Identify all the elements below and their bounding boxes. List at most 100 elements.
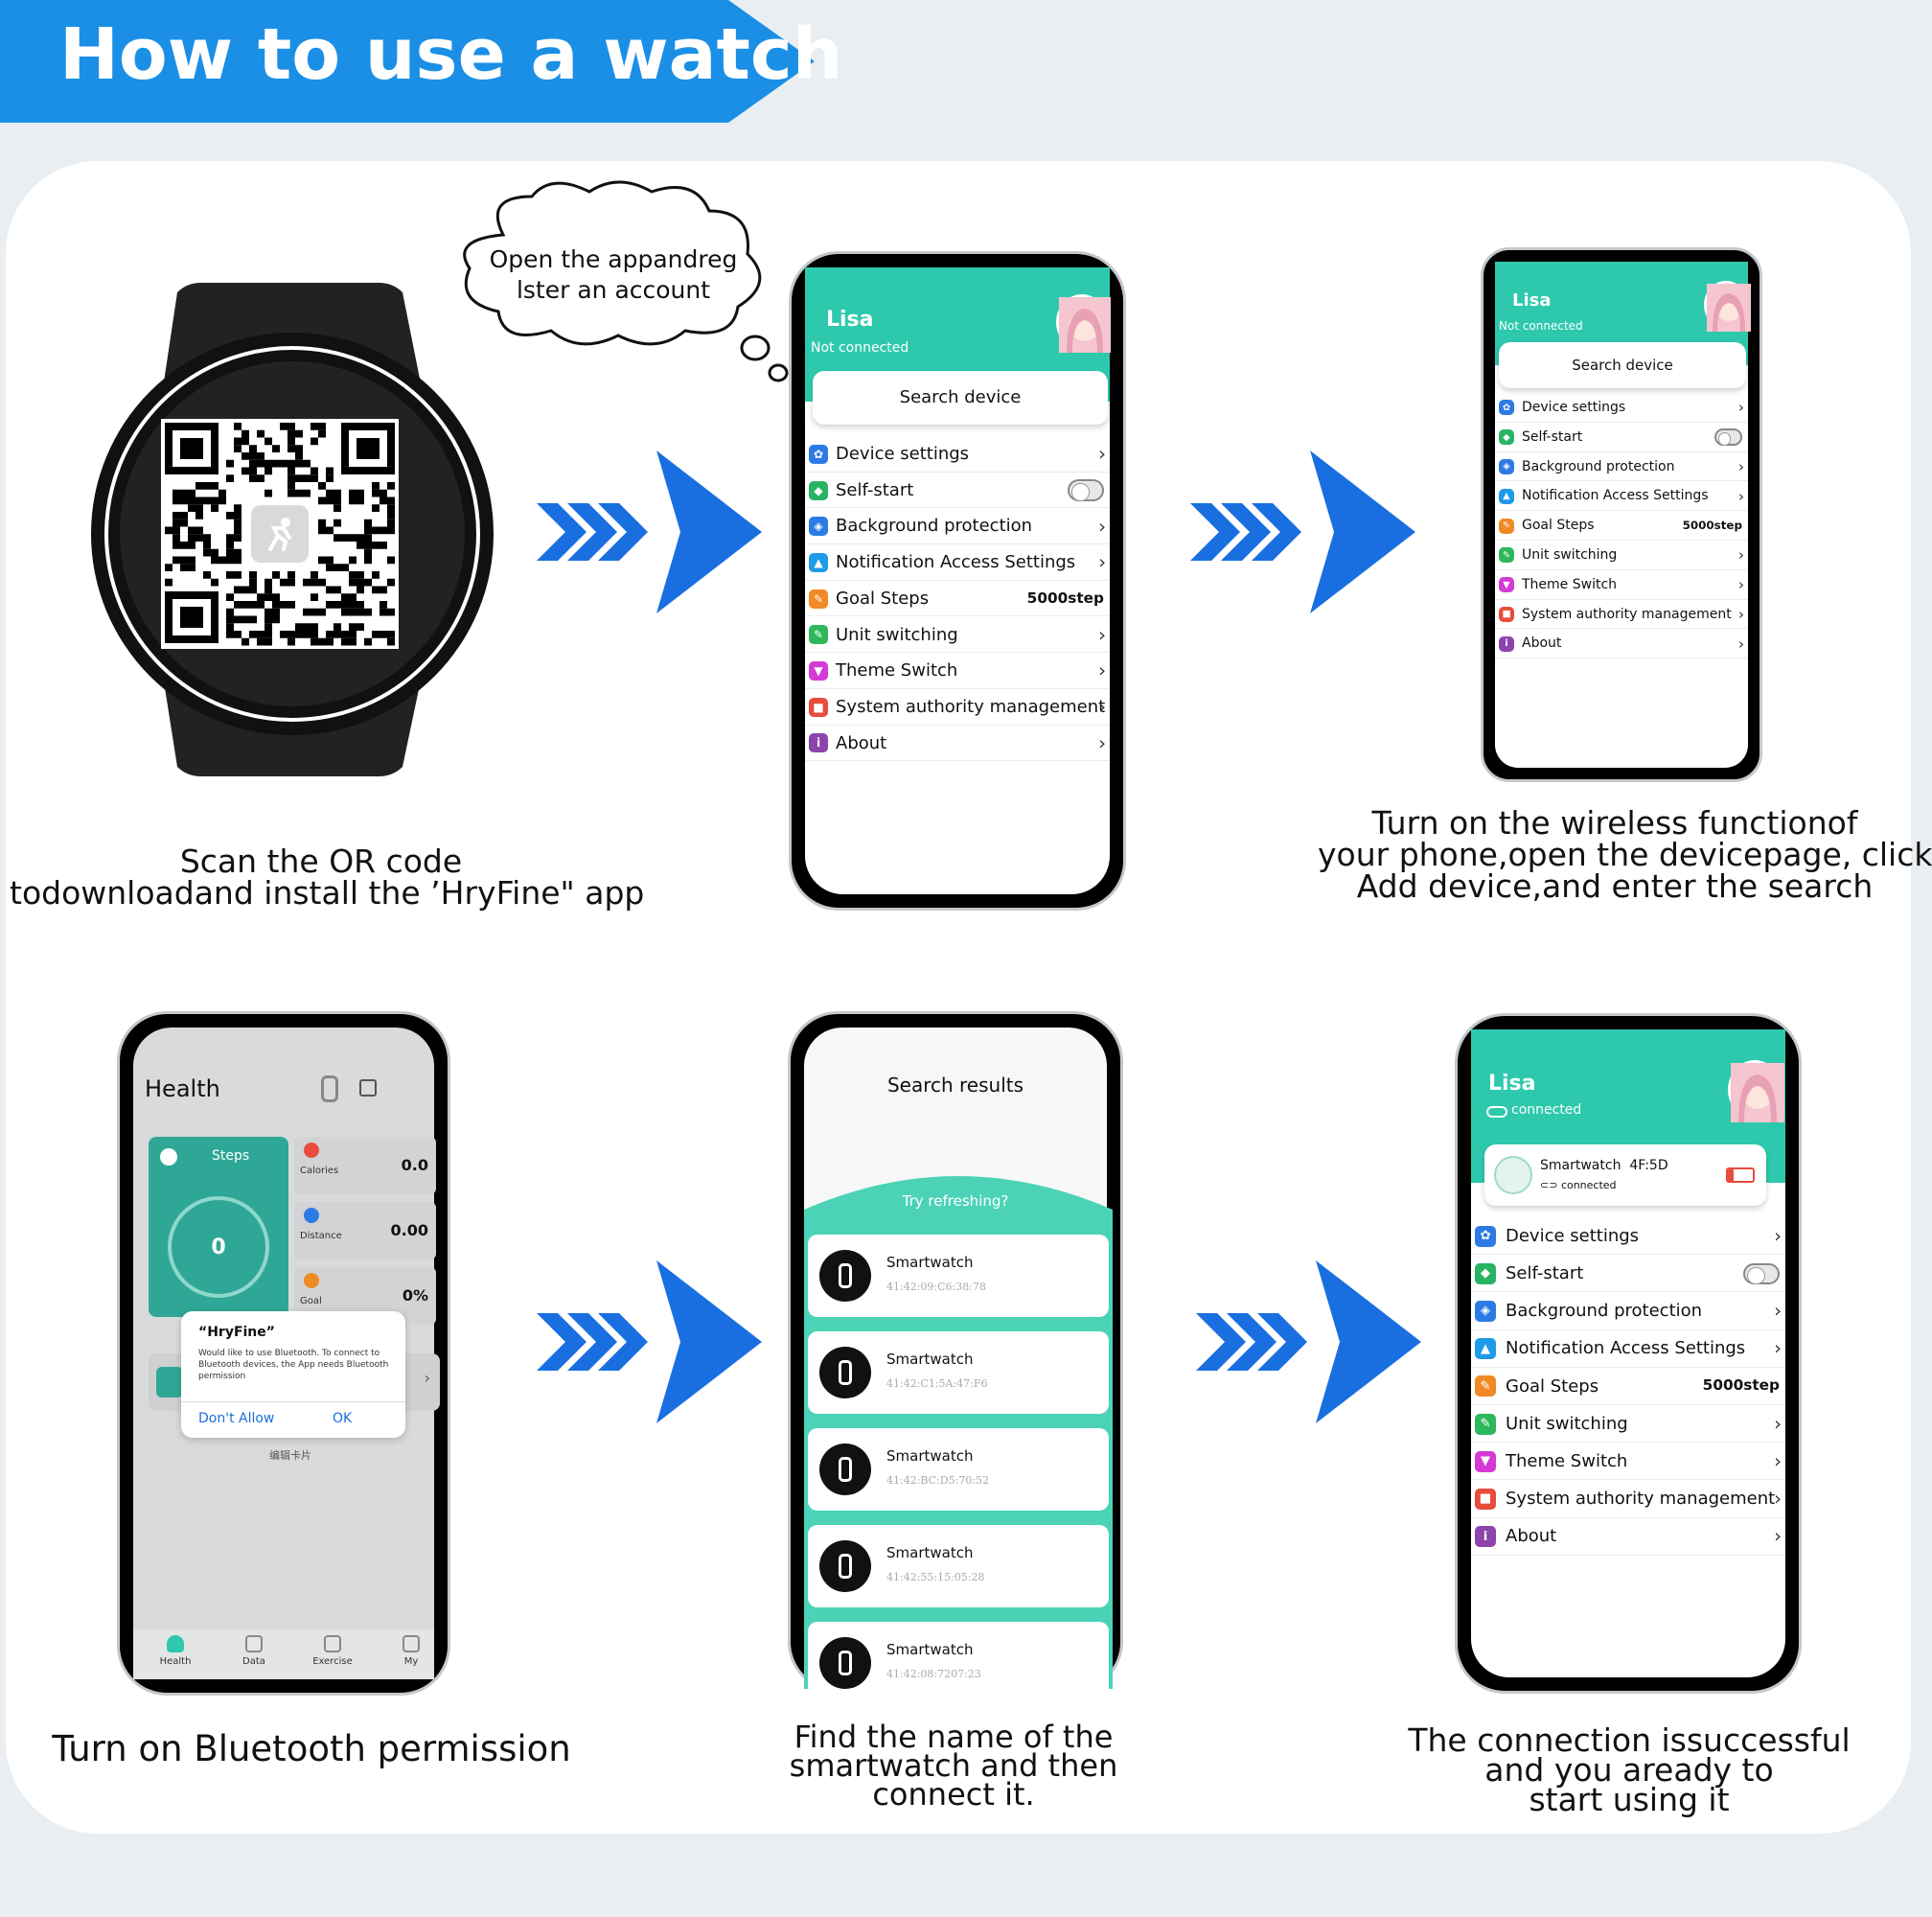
settings-row-self-start[interactable]: ◆Self-start xyxy=(805,473,1110,509)
settings-row-theme-switch[interactable]: ▼Theme Switch› xyxy=(1495,570,1748,600)
chevron-right-icon[interactable]: › xyxy=(1737,546,1744,565)
target-icon: ✎ xyxy=(1475,1375,1496,1397)
tab-label: Exercise xyxy=(312,1656,353,1667)
stat-value: 0.0 xyxy=(401,1156,428,1174)
chevron-right-icon[interactable]: › xyxy=(1098,623,1106,646)
chevron-right-icon[interactable]: › xyxy=(424,1369,430,1387)
profile-name: Lisa xyxy=(1512,290,1552,311)
settings-row-notification-access-settings[interactable]: ▲Notification Access Settings› xyxy=(1471,1330,1785,1368)
stat-label: Distance xyxy=(300,1231,342,1241)
dont-allow-button[interactable]: Don't Allow xyxy=(198,1411,275,1426)
settings-row-background-protection[interactable]: ◈Background protection› xyxy=(1495,452,1748,482)
bell-icon: ▲ xyxy=(1499,488,1514,504)
tab-exercise[interactable]: Exercise xyxy=(298,1633,367,1677)
avatar[interactable] xyxy=(1056,294,1111,353)
tab-label: My xyxy=(403,1656,419,1667)
settings-row-label: Unit switching xyxy=(1506,1413,1628,1434)
chevron-right-icon[interactable]: › xyxy=(1774,1224,1782,1247)
cube-icon: ◆ xyxy=(1499,429,1514,446)
connected-device-card[interactable]: Smartwatch 4F:5D ⊂⊃ connected xyxy=(1484,1144,1766,1206)
chevron-right-icon[interactable]: › xyxy=(1098,515,1106,538)
self-start-toggle[interactable] xyxy=(1743,1262,1780,1285)
chevron-right-icon[interactable]: › xyxy=(1737,635,1744,653)
user-icon xyxy=(402,1635,420,1652)
settings-row-label: Goal Steps xyxy=(1522,518,1595,534)
settings-row-unit-switching[interactable]: ✎Unit switching› xyxy=(805,617,1110,654)
settings-row-label: System authority management xyxy=(1506,1489,1776,1510)
tab-data[interactable]: Data xyxy=(219,1633,288,1677)
chevron-right-icon[interactable]: › xyxy=(1098,443,1106,466)
settings-row-background-protection[interactable]: ◈Background protection› xyxy=(1471,1292,1785,1330)
self-start-toggle[interactable] xyxy=(1714,428,1742,446)
chevron-right-icon[interactable]: › xyxy=(1774,1300,1782,1323)
chevron-right-icon[interactable]: › xyxy=(1774,1450,1782,1473)
connection-status: connected xyxy=(1511,1102,1582,1118)
settings-row-system-authority-management[interactable]: ■System authority management› xyxy=(1471,1480,1785,1518)
chevron-right-icon[interactable]: › xyxy=(1737,399,1744,417)
dialog-divider xyxy=(181,1401,405,1402)
self-start-toggle[interactable] xyxy=(1068,479,1104,501)
chevron-right-icon[interactable]: › xyxy=(1737,487,1744,505)
watch-icon[interactable] xyxy=(321,1075,338,1102)
tab-health[interactable]: Health xyxy=(141,1633,210,1677)
device-list-item[interactable]: Smartwatch 41:42:09:C6:38:78 xyxy=(808,1235,1109,1317)
device-name: Smartwatch xyxy=(886,1544,974,1561)
chevron-right-icon[interactable]: › xyxy=(1737,605,1744,623)
settings-row-notification-access-settings[interactable]: ▲Notification Access Settings› xyxy=(1495,481,1748,512)
tab-my[interactable]: My xyxy=(377,1633,446,1677)
tab-label: Data xyxy=(242,1656,265,1667)
run-icon xyxy=(324,1635,341,1652)
settings-row-unit-switching[interactable]: ✎Unit switching› xyxy=(1471,1405,1785,1444)
settings-row-system-authority-management[interactable]: ■System authority management› xyxy=(805,689,1110,726)
settings-row-self-start[interactable]: ◆Self-start xyxy=(1471,1255,1785,1293)
stat-calories[interactable]: Calories 0.0 xyxy=(294,1137,436,1194)
chevron-right-icon[interactable]: › xyxy=(1098,659,1106,682)
edit-icon[interactable] xyxy=(359,1079,377,1097)
pin-icon xyxy=(304,1208,319,1223)
steps-card[interactable]: Steps 0 xyxy=(149,1137,288,1317)
settings-row-device-settings[interactable]: ✿Device settings› xyxy=(1471,1217,1785,1256)
settings-row-device-settings[interactable]: ✿Device settings› xyxy=(805,436,1110,473)
settings-row-system-authority-management[interactable]: ■System authority management› xyxy=(1495,600,1748,630)
chevron-right-icon[interactable]: › xyxy=(1774,1337,1782,1360)
chevron-right-icon[interactable]: › xyxy=(1774,1525,1782,1548)
watch-icon xyxy=(819,1250,871,1302)
settings-row-theme-switch[interactable]: ▼Theme Switch› xyxy=(1471,1443,1785,1481)
settings-row-background-protection[interactable]: ◈Background protection› xyxy=(805,508,1110,545)
search-device-button[interactable]: Search device xyxy=(813,371,1108,425)
stat-distance[interactable]: Distance 0.00 xyxy=(294,1202,436,1259)
settings-row-label: Notification Access Settings xyxy=(1506,1338,1746,1359)
chevron-right-icon[interactable]: › xyxy=(1098,731,1106,754)
avatar[interactable] xyxy=(1704,281,1751,332)
goal-steps-value: 5000step xyxy=(1682,518,1742,532)
stat-label: Goal xyxy=(300,1296,322,1306)
settings-row-theme-switch[interactable]: ▼Theme Switch› xyxy=(805,653,1110,689)
edit-card-link[interactable]: 编辑卡片 xyxy=(269,1449,311,1462)
device-list-item[interactable]: Smartwatch 41:42:08:7207:23 xyxy=(808,1622,1109,1704)
try-refreshing-link[interactable]: Try refreshing? xyxy=(902,1192,1009,1210)
ok-button[interactable]: OK xyxy=(333,1411,353,1426)
chevron-right-icon[interactable]: › xyxy=(1098,551,1106,574)
chevron-right-icon[interactable]: › xyxy=(1098,696,1106,719)
search-device-button[interactable]: Search device xyxy=(1499,342,1746,388)
chevron-right-icon[interactable]: › xyxy=(1774,1488,1782,1511)
settings-row-device-settings[interactable]: ✿Device settings› xyxy=(1495,393,1748,423)
chevron-right-icon[interactable]: › xyxy=(1737,576,1744,594)
chevron-right-icon[interactable]: › xyxy=(1737,457,1744,475)
battery-icon xyxy=(1726,1167,1755,1183)
settings-row-notification-access-settings[interactable]: ▲Notification Access Settings› xyxy=(805,544,1110,581)
avatar[interactable] xyxy=(1728,1060,1784,1122)
device-list-item[interactable]: Smartwatch 41:42:55:15:05:28 xyxy=(808,1525,1109,1607)
settings-row-unit-switching[interactable]: ✎Unit switching› xyxy=(1495,541,1748,570)
settings-row-self-start[interactable]: ◆Self-start xyxy=(1495,423,1748,452)
device-list-item[interactable]: Smartwatch 41:42:BC:D5:70:52 xyxy=(808,1428,1109,1511)
chevron-right-icon[interactable]: › xyxy=(1774,1412,1782,1435)
next-step-arrow-icon xyxy=(1190,450,1415,613)
device-list-item[interactable]: Smartwatch 41:42:C1:5A:47:F6 xyxy=(808,1331,1109,1414)
